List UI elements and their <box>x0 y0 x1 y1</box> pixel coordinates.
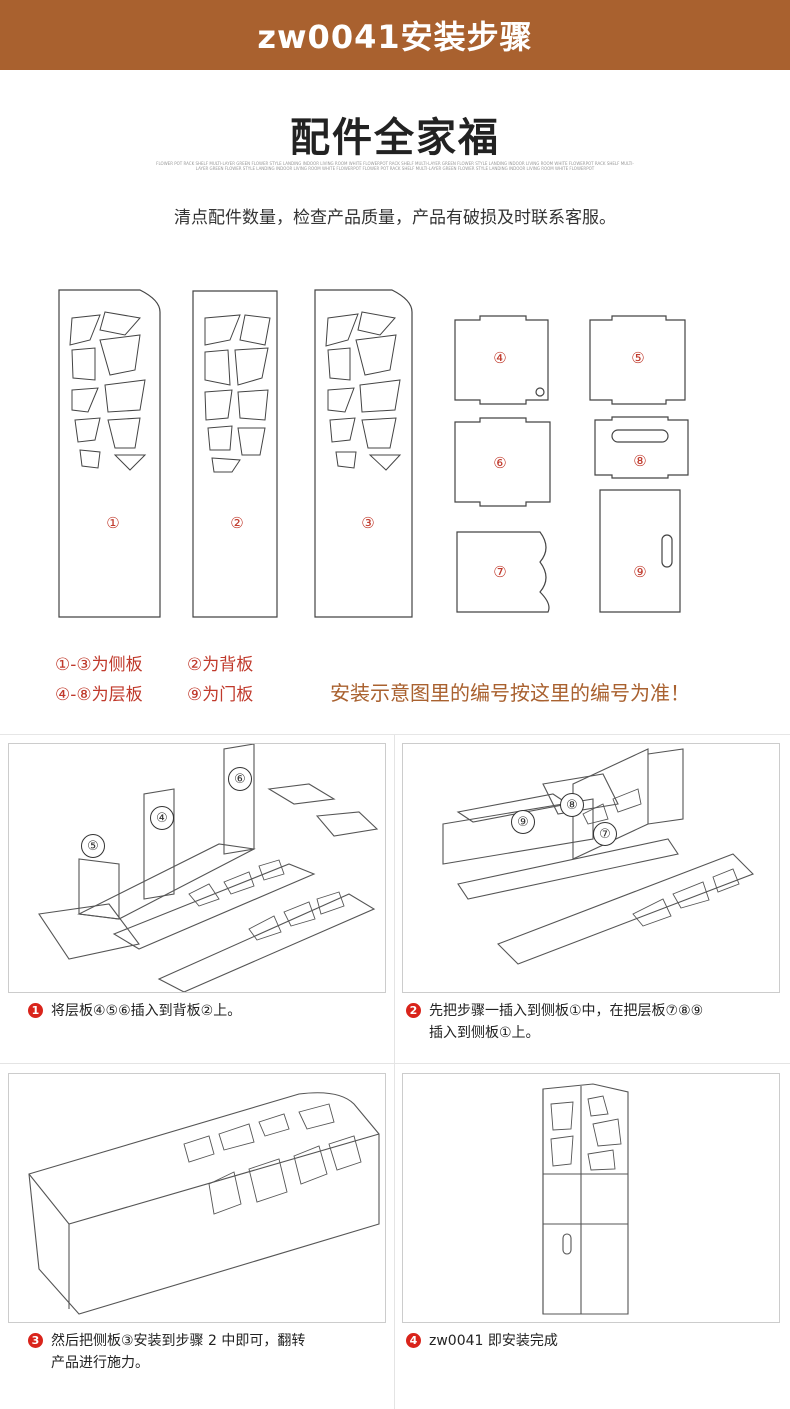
step-2-mark-7: ⑦ <box>593 822 617 846</box>
step-1-text: 将层板④⑤⑥插入到背板②上。 <box>51 1003 242 1019</box>
step-2-text-line-2: 插入到侧板①上。 <box>429 1025 540 1041</box>
step-3-caption: 3 然后把侧板③安装到步骤 2 中即可，翻转 产品进行施力。 <box>28 1330 378 1374</box>
part-label-9: ⑨ <box>633 563 646 581</box>
step-3-text-line-1: 然后把侧板③安装到步骤 2 中即可，翻转 <box>51 1333 306 1349</box>
door-9 <box>599 489 681 613</box>
shelf-7 <box>456 531 550 613</box>
step-3-number: 3 <box>28 1333 43 1348</box>
part-label-1: ① <box>106 514 119 532</box>
legend-back-panel: ②为背板 <box>187 655 254 675</box>
section-divider <box>0 734 790 735</box>
step-4-number: 4 <box>406 1333 421 1348</box>
back-panel-2 <box>192 290 278 618</box>
part-label-2: ② <box>230 514 243 532</box>
step-2-mark-8: ⑧ <box>560 793 584 817</box>
shelf-5 <box>589 315 686 405</box>
legend-door: ⑨为门板 <box>187 685 254 705</box>
side-panel-3 <box>314 289 413 618</box>
decorative-tiny-text: FLOWER POT RACK SHELF MULTI-LAYER GREEN … <box>156 161 634 171</box>
step-4-illustration <box>402 1073 780 1323</box>
grid-divider-horizontal <box>0 1063 790 1064</box>
step-2-mark-9: ⑨ <box>511 810 535 834</box>
grid-divider-vertical <box>394 735 395 1409</box>
side-panel-1-cutouts <box>69 311 147 471</box>
parts-instruction: 清点配件数量，检查产品质量，产品有破损及时联系客服。 <box>174 208 616 228</box>
step-1-illustration: ⑥ ④ ⑤ <box>8 743 386 993</box>
side-panel-1 <box>58 289 161 618</box>
legend-shelves: ④-⑧为层板 <box>55 685 143 705</box>
step-1-number: 1 <box>28 1003 43 1018</box>
step-4-caption: 4 zw0041 即安装完成 <box>406 1330 776 1352</box>
shelf-4 <box>454 315 549 405</box>
step-4-text: zw0041 即安装完成 <box>429 1333 558 1349</box>
shelf-8 <box>594 416 689 479</box>
step-3-illustration <box>8 1073 386 1323</box>
shelf-6 <box>454 417 551 507</box>
part-label-5: ⑤ <box>631 349 644 367</box>
step-1-caption: 1 将层板④⑤⑥插入到背板②上。 <box>28 1000 378 1022</box>
numbering-note: 安装示意图里的编号按这里的编号为准！ <box>330 681 690 705</box>
step-2-text-line-1: 先把步骤一插入到侧板①中，在把层板⑦⑧⑨ <box>429 1003 704 1019</box>
step-1-mark-6: ⑥ <box>228 767 252 791</box>
step-3-text-line-2: 产品进行施力。 <box>51 1355 149 1371</box>
step-1-mark-4: ④ <box>150 806 174 830</box>
step-2-number: 2 <box>406 1003 421 1018</box>
parts-title: 配件全家福 <box>290 115 500 161</box>
part-label-6: ⑥ <box>493 454 506 472</box>
legend-side-panels: ①-③为侧板 <box>55 655 143 675</box>
part-label-3: ③ <box>361 514 374 532</box>
part-label-7: ⑦ <box>493 563 506 581</box>
step-1-mark-5: ⑤ <box>81 834 105 858</box>
part-label-4: ④ <box>493 349 506 367</box>
step-2-illustration: ⑨ ⑧ ⑦ <box>402 743 780 993</box>
page-title: zw0041安装步骤 <box>257 18 533 56</box>
parts-diagram: ① ② ③ ④ ⑤ ⑥ ⑦ ⑧ ⑨ <box>58 289 689 618</box>
header-banner: zw0041安装步骤 <box>0 0 790 70</box>
step-2-caption: 2 先把步骤一插入到侧板①中，在把层板⑦⑧⑨ 插入到侧板①上。 <box>406 1000 776 1044</box>
part-label-8: ⑧ <box>633 452 646 470</box>
